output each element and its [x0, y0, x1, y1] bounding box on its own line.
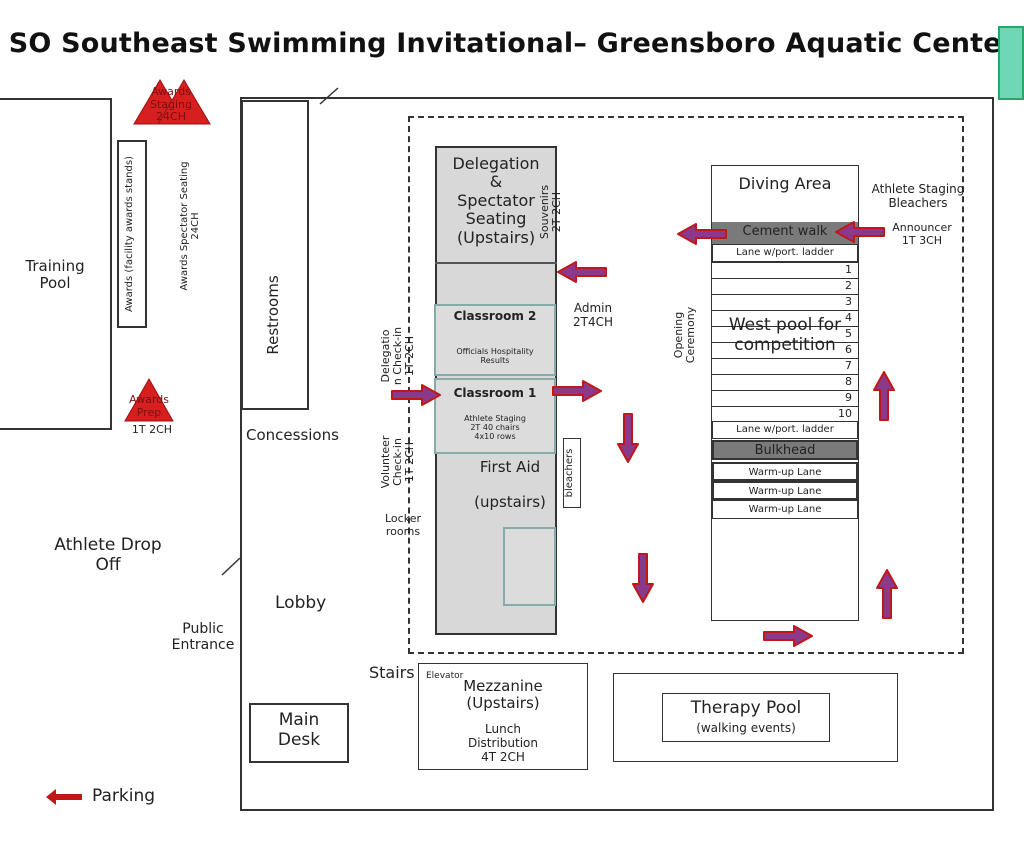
- classroom-1: [434, 378, 556, 454]
- delegation-divider: [435, 262, 557, 264]
- arrow-left-icon: [677, 223, 727, 245]
- public-entrance: Public Entrance: [171, 621, 235, 654]
- competition-area: [408, 116, 964, 654]
- athlete-staging-bleachers-label: Athlete Staging Bleachers: [871, 182, 965, 210]
- lane-number: 5: [712, 326, 858, 342]
- therapy-pool-label: Therapy Pool: [690, 698, 802, 718]
- arrow-up-icon: [873, 371, 895, 421]
- parking-arrow-icon: [46, 789, 82, 805]
- diving-area-label: Diving Area: [738, 174, 832, 193]
- lane-number: 1: [712, 262, 858, 278]
- elevator-label: Elevator: [426, 671, 464, 681]
- arrow-right-icon: [391, 384, 441, 406]
- lane-number: 9: [712, 390, 858, 406]
- restrooms: [241, 100, 309, 410]
- locker-rooms-label: Locker rooms: [385, 512, 421, 538]
- lane-number: 6: [712, 342, 858, 358]
- lobby-label: Lobby: [275, 593, 327, 613]
- bleachers: [563, 438, 581, 508]
- lane-number: 2: [712, 278, 858, 294]
- training-pool-label: Training Pool: [25, 257, 85, 293]
- classroom-2-sub: Officials Hospitality Results: [456, 347, 534, 366]
- lane-number: 3: [712, 294, 858, 310]
- awards-prep-label: Awards Prep: [129, 393, 169, 419]
- lane-number: 7: [712, 358, 858, 374]
- locker-room-box: [503, 527, 556, 606]
- classroom-1-title: Classroom 1: [453, 386, 537, 400]
- concessions-label: Concessions: [246, 426, 339, 444]
- mezzanine: [418, 663, 588, 770]
- arrow-right-icon: [763, 625, 813, 647]
- delegation-seating-label: Delegation & Spectator Seating (Upstairs…: [452, 154, 540, 247]
- main-desk-label: Main Desk: [277, 710, 321, 750]
- awards-prep-code: 1T 2CH: [131, 423, 173, 436]
- athlete-drop-off: Athlete Drop Off: [54, 535, 162, 575]
- admin-label: Admin 2T4CH: [572, 301, 613, 329]
- arrow-up-icon: [876, 569, 898, 619]
- cement-walk: [712, 222, 858, 244]
- training-pool: [0, 98, 112, 430]
- arrow-left-icon: [835, 221, 885, 243]
- awards-prep-triangle-icon: [124, 377, 174, 422]
- therapy-pool: [662, 693, 830, 742]
- mezzanine-label: Mezzanine (Upstairs): [463, 677, 543, 713]
- arrow-down-icon: [632, 553, 654, 603]
- lane-number: 10: [712, 406, 858, 422]
- classroom-1-sub: Athlete Staging 2T 40 chairs 4x10 rows: [464, 414, 526, 442]
- classroom-2: [434, 304, 556, 376]
- awards-staging-triangle-icon: [133, 79, 211, 125]
- classroom-2-title: Classroom 2: [453, 309, 537, 323]
- main-building: [240, 97, 994, 811]
- cement-walk-label: Cement walk: [742, 224, 828, 239]
- logo-image: [998, 26, 1024, 100]
- lane-ladder-bottom: Lane w/port. ladder: [712, 421, 858, 439]
- lunch-label: Lunch Distribution 4T 2CH: [467, 722, 538, 764]
- warmup-lane: Warm-up Lane: [712, 500, 858, 519]
- page-title: SO Southeast Swimming Invitational– Gree…: [8, 28, 1016, 59]
- arrow-down-icon: [617, 413, 639, 463]
- main-desk: [249, 703, 349, 763]
- stairs-label: Stairs: [369, 663, 415, 682]
- lane-number: 8: [712, 374, 858, 390]
- lane-ladder-top: Lane w/port. ladder: [712, 244, 858, 262]
- lane-number: 4: [712, 310, 858, 326]
- announcer-label: Announcer 1T 3CH: [892, 221, 952, 247]
- first-aid-label: First Aid (upstairs): [474, 458, 546, 511]
- warmup-lane: Warm-up Lane: [712, 462, 858, 481]
- bulkhead: Bulkhead: [712, 440, 858, 460]
- walking-events-label: (walking events): [696, 721, 796, 735]
- warmup-lane: Warm-up Lane: [712, 481, 858, 500]
- parking-label: Parking: [92, 786, 156, 806]
- awards-stands: [117, 140, 147, 328]
- west-pool-label: West pool for competition: [728, 315, 842, 355]
- arrow-left-icon: [557, 261, 607, 283]
- arrow-right-icon: [552, 380, 602, 402]
- awards-staging-label: Awards Staging 24CH: [149, 85, 193, 124]
